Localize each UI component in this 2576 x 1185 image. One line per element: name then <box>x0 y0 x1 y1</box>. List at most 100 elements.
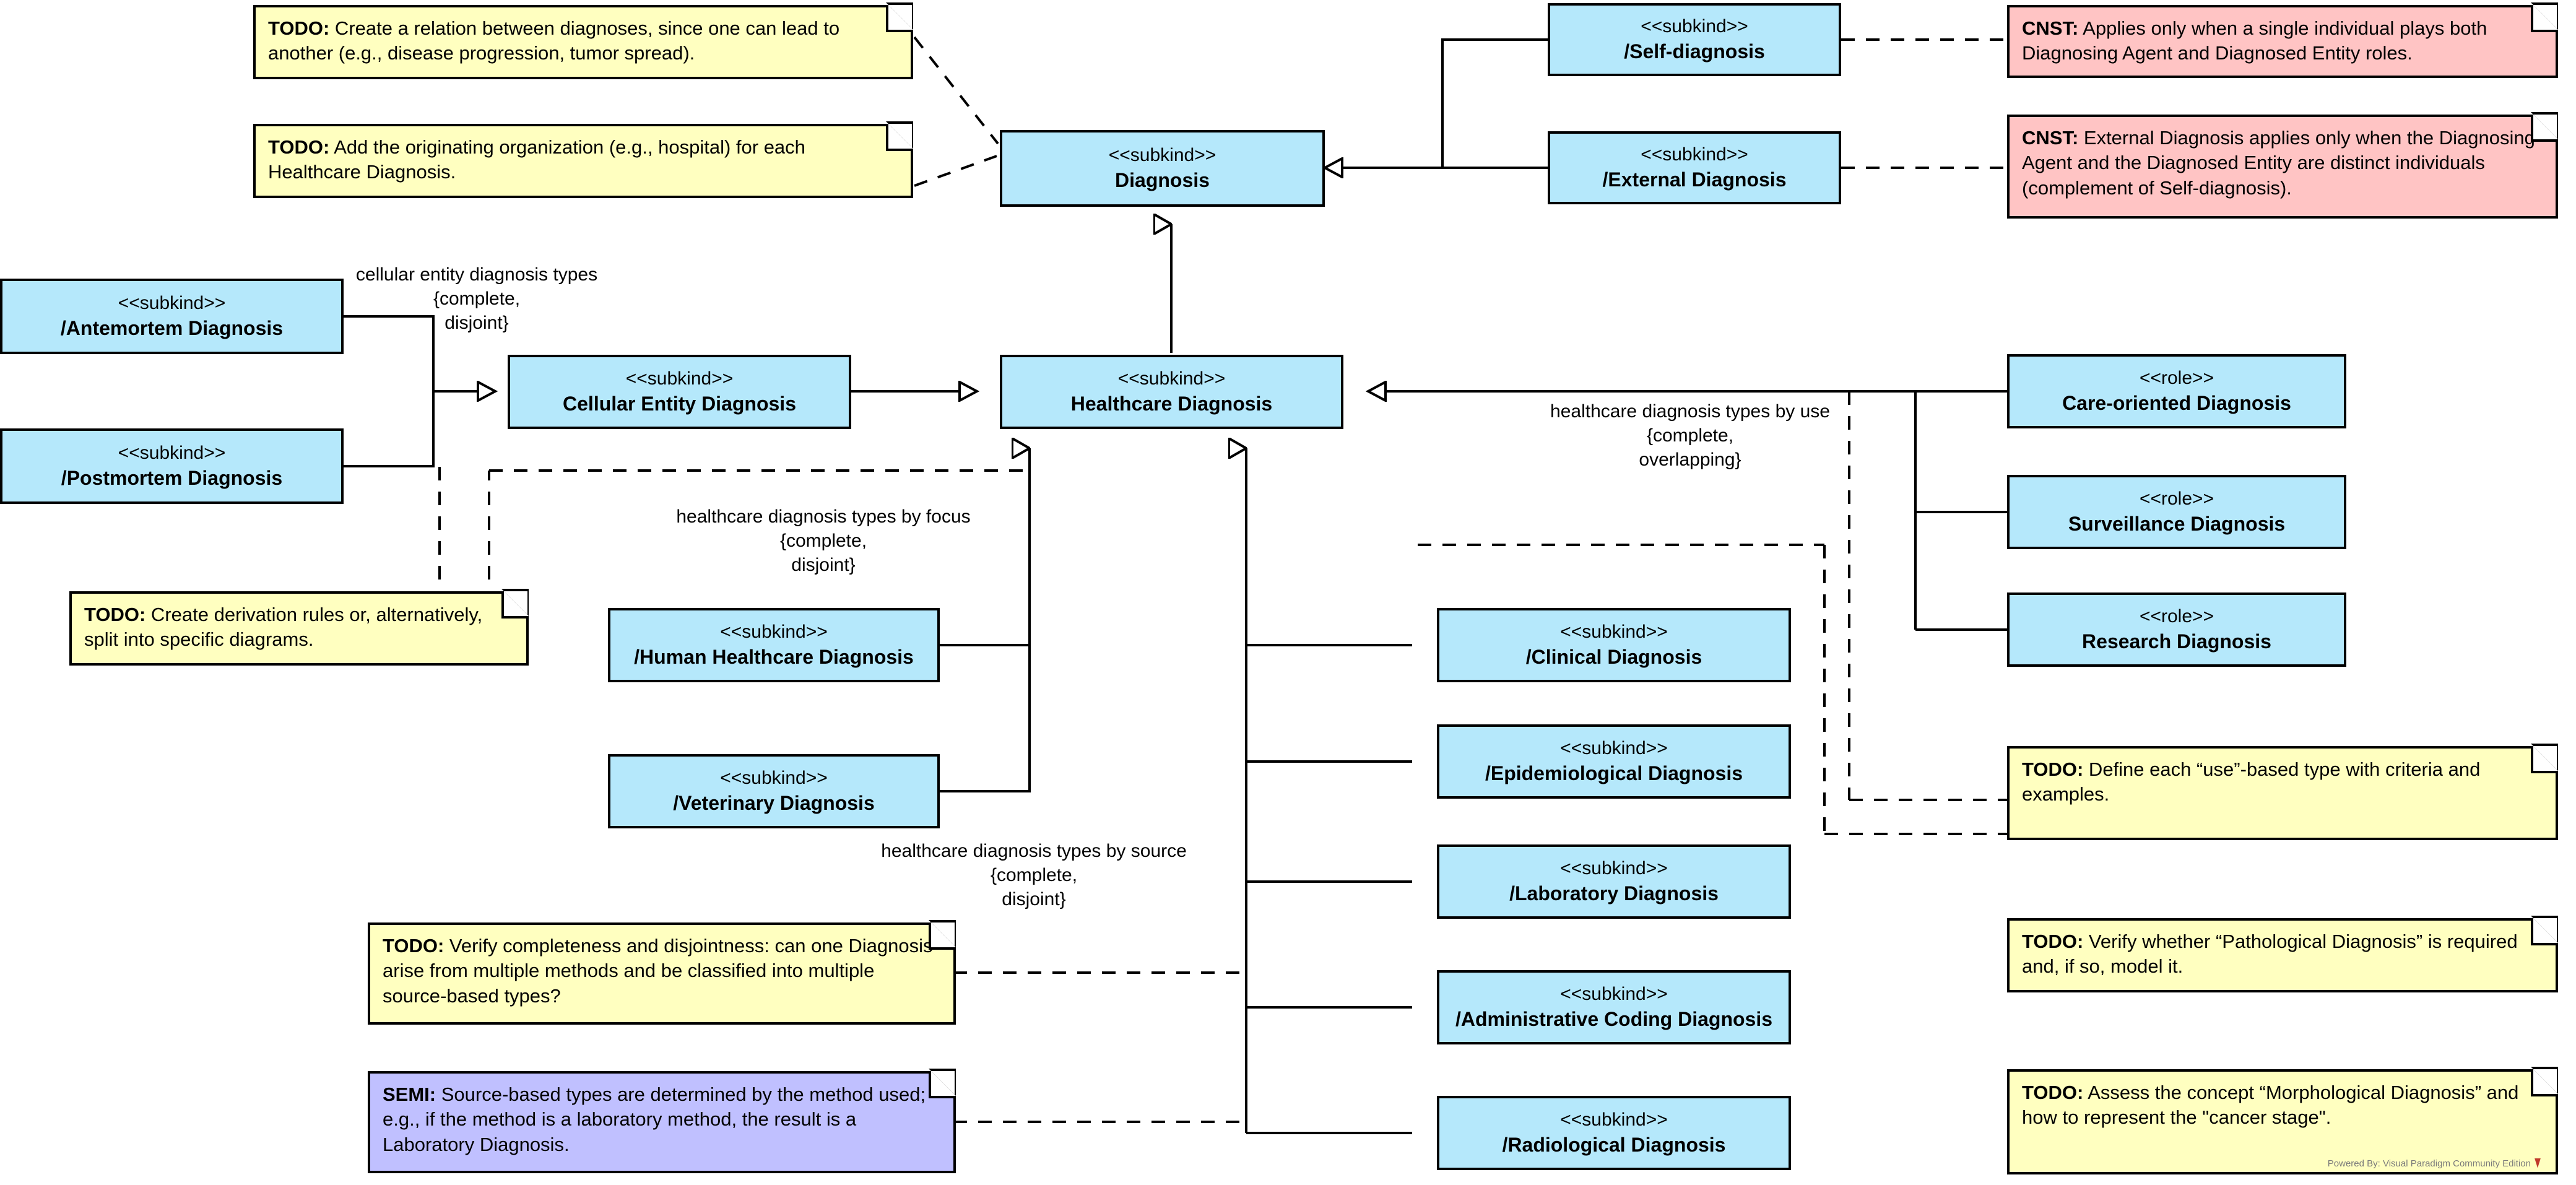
class-box-laboratory-diagnosis[interactable]: <<subkind>> /Laboratory Diagnosis <box>1437 844 1791 919</box>
note-derivation-rules: TODO: Create derivation rules or, altern… <box>69 589 529 666</box>
note-keyword: TODO: <box>2022 758 2084 780</box>
stereotype-label: <<subkind>> <box>118 443 226 464</box>
genset-line-3: disjoint} <box>791 555 856 575</box>
note-text: Define each “use”-based type with criter… <box>2022 758 2481 805</box>
class-name-label: /Laboratory Diagnosis <box>1509 882 1719 905</box>
stereotype-label: <<role>> <box>2139 606 2214 627</box>
class-box-radiological-diagnosis[interactable]: <<subkind>> /Radiological Diagnosis <box>1437 1096 1791 1170</box>
genset-label-focus: healthcare diagnosis types by focus {com… <box>619 505 1028 577</box>
note-fold-icon <box>2531 1067 2558 1096</box>
class-name-label: Surveillance Diagnosis <box>2068 512 2286 535</box>
note-fold-icon <box>2531 744 2558 773</box>
note-cnst-external-diagnosis: CNST: External Diagnosis applies only wh… <box>2007 112 2558 219</box>
stereotype-label: <<role>> <box>2139 368 2214 389</box>
class-box-surveillance-diagnosis[interactable]: <<role>> Surveillance Diagnosis <box>2007 475 2346 549</box>
class-box-antemortem-diagnosis[interactable]: <<subkind>> /Antemortem Diagnosis <box>0 279 344 354</box>
stereotype-label: <<subkind>> <box>1117 368 1226 389</box>
note-keyword: CNST: <box>2022 127 2079 149</box>
class-box-clinical-diagnosis[interactable]: <<subkind>> /Clinical Diagnosis <box>1437 608 1791 682</box>
note-originating-organization: TODO: Add the originating organization (… <box>253 121 913 198</box>
genset-line-3: disjoint} <box>1002 889 1066 909</box>
note-define-use-based-types: TODO: Define each “use”-based type with … <box>2007 744 2558 840</box>
note-keyword: TODO: <box>2022 931 2084 952</box>
note-keyword: TODO: <box>2022 1082 2084 1103</box>
note-keyword: TODO: <box>268 136 330 158</box>
note-verify-completeness: TODO: Verify completeness and disjointne… <box>368 920 956 1025</box>
class-name-label: /Antemortem Diagnosis <box>60 316 284 339</box>
class-box-external-diagnosis[interactable]: <<subkind>> /External Diagnosis <box>1548 131 1841 204</box>
note-fold-icon <box>886 2 913 32</box>
vendor-watermark: Powered By: Visual Paradigm Community Ed… <box>2328 1158 2541 1170</box>
note-create-relation: TODO: Create a relation between diagnose… <box>253 2 913 79</box>
class-name-label: /Epidemiological Diagnosis <box>1485 762 1743 784</box>
class-box-diagnosis[interactable]: <<subkind>> Diagnosis <box>1000 130 1325 207</box>
stereotype-label: <<subkind>> <box>1641 16 1748 37</box>
note-fold-icon <box>929 920 956 950</box>
stereotype-label: <<subkind>> <box>1560 858 1668 879</box>
class-name-label: Care-oriented Diagnosis <box>2062 391 2291 414</box>
note-text: Assess the concept “Morphological Diagno… <box>2022 1082 2519 1129</box>
class-name-label: /Postmortem Diagnosis <box>61 466 283 489</box>
genset-line-3: disjoint} <box>445 313 509 333</box>
stereotype-label: <<subkind>> <box>1560 984 1668 1005</box>
stereotype-label: <<subkind>> <box>1108 145 1216 166</box>
stereotype-label: <<subkind>> <box>118 293 226 314</box>
stereotype-label: <<subkind>> <box>1641 144 1748 165</box>
note-semi-source-based: SEMI: Source-based types are determined … <box>368 1069 956 1173</box>
genset-line-2: {complete, <box>990 865 1078 885</box>
class-box-healthcare-diagnosis[interactable]: <<subkind>> Healthcare Diagnosis <box>1000 355 1343 429</box>
class-box-veterinary-diagnosis[interactable]: <<subkind>> /Veterinary Diagnosis <box>608 754 940 828</box>
genset-line-2: {complete, <box>779 531 867 551</box>
class-box-research-diagnosis[interactable]: <<role>> Research Diagnosis <box>2007 592 2346 667</box>
stereotype-label: <<subkind>> <box>1560 1109 1668 1131</box>
genset-line-3: overlapping} <box>1639 449 1741 470</box>
note-text: Add the originating organization (e.g., … <box>268 136 805 183</box>
class-name-label: /Radiological Diagnosis <box>1502 1133 1726 1156</box>
class-name-label: /Human Healthcare Diagnosis <box>634 645 914 668</box>
note-fold-icon <box>2531 112 2558 142</box>
class-box-cellular-entity-diagnosis[interactable]: <<subkind>> Cellular Entity Diagnosis <box>508 355 851 429</box>
note-text: Applies only when a single individual pl… <box>2022 17 2487 64</box>
genset-line-1: cellular entity diagnosis types <box>355 264 598 285</box>
note-keyword: SEMI: <box>383 1083 436 1105</box>
note-keyword: TODO: <box>383 935 445 957</box>
genset-label-cellular: cellular entity diagnosis types {complet… <box>347 263 607 335</box>
note-fold-icon <box>929 1069 956 1098</box>
class-name-label: /Self-diagnosis <box>1624 40 1765 63</box>
note-text: External Diagnosis applies only when the… <box>2022 127 2535 199</box>
note-text: Verify whether “Pathological Diagnosis” … <box>2022 931 2518 978</box>
note-text: Source-based types are determined by the… <box>383 1083 926 1155</box>
class-name-label: /Administrative Coding Diagnosis <box>1455 1007 1773 1030</box>
stereotype-label: <<subkind>> <box>720 768 828 789</box>
genset-line-1: healthcare diagnosis types by focus <box>676 506 971 527</box>
note-keyword: TODO: <box>84 604 146 625</box>
class-name-label: Research Diagnosis <box>2082 630 2271 653</box>
genset-label-use: healthcare diagnosis types by use {compl… <box>1480 399 1901 472</box>
note-fold-icon <box>2531 2 2558 32</box>
note-text: Create a relation between diagnoses, sin… <box>268 17 840 64</box>
class-box-postmortem-diagnosis[interactable]: <<subkind>> /Postmortem Diagnosis <box>0 428 344 504</box>
class-box-epidemiological-diagnosis[interactable]: <<subkind>> /Epidemiological Diagnosis <box>1437 724 1791 799</box>
stereotype-label: <<subkind>> <box>1560 622 1668 643</box>
genset-line-1: healthcare diagnosis types by source <box>881 841 1187 861</box>
note-text: Create derivation rules or, alternativel… <box>84 604 483 651</box>
stereotype-label: <<subkind>> <box>625 368 734 389</box>
class-name-label: Healthcare Diagnosis <box>1070 392 1273 415</box>
note-morphological-diagnosis: TODO: Assess the concept “Morphological … <box>2007 1067 2558 1174</box>
class-box-human-healthcare-diagnosis[interactable]: <<subkind>> /Human Healthcare Diagnosis <box>608 608 940 682</box>
class-name-label: Diagnosis <box>1115 168 1210 191</box>
class-box-administrative-coding-diagnosis[interactable]: <<subkind>> /Administrative Coding Diagn… <box>1437 970 1791 1044</box>
stereotype-label: <<role>> <box>2139 488 2214 510</box>
class-box-self-diagnosis[interactable]: <<subkind>> /Self-diagnosis <box>1548 3 1841 76</box>
genset-line-2: {complete, <box>1646 425 1734 446</box>
class-box-care-oriented-diagnosis[interactable]: <<role>> Care-oriented Diagnosis <box>2007 354 2346 428</box>
note-keyword: TODO: <box>268 17 330 39</box>
note-keyword: CNST: <box>2022 17 2079 39</box>
class-name-label: Cellular Entity Diagnosis <box>563 392 796 415</box>
stereotype-label: <<subkind>> <box>1560 738 1668 759</box>
genset-line-1: healthcare diagnosis types by use <box>1550 401 1830 422</box>
stereotype-label: <<subkind>> <box>720 622 828 643</box>
class-name-label: /Veterinary Diagnosis <box>673 791 875 814</box>
genset-line-2: {complete, <box>433 289 521 309</box>
